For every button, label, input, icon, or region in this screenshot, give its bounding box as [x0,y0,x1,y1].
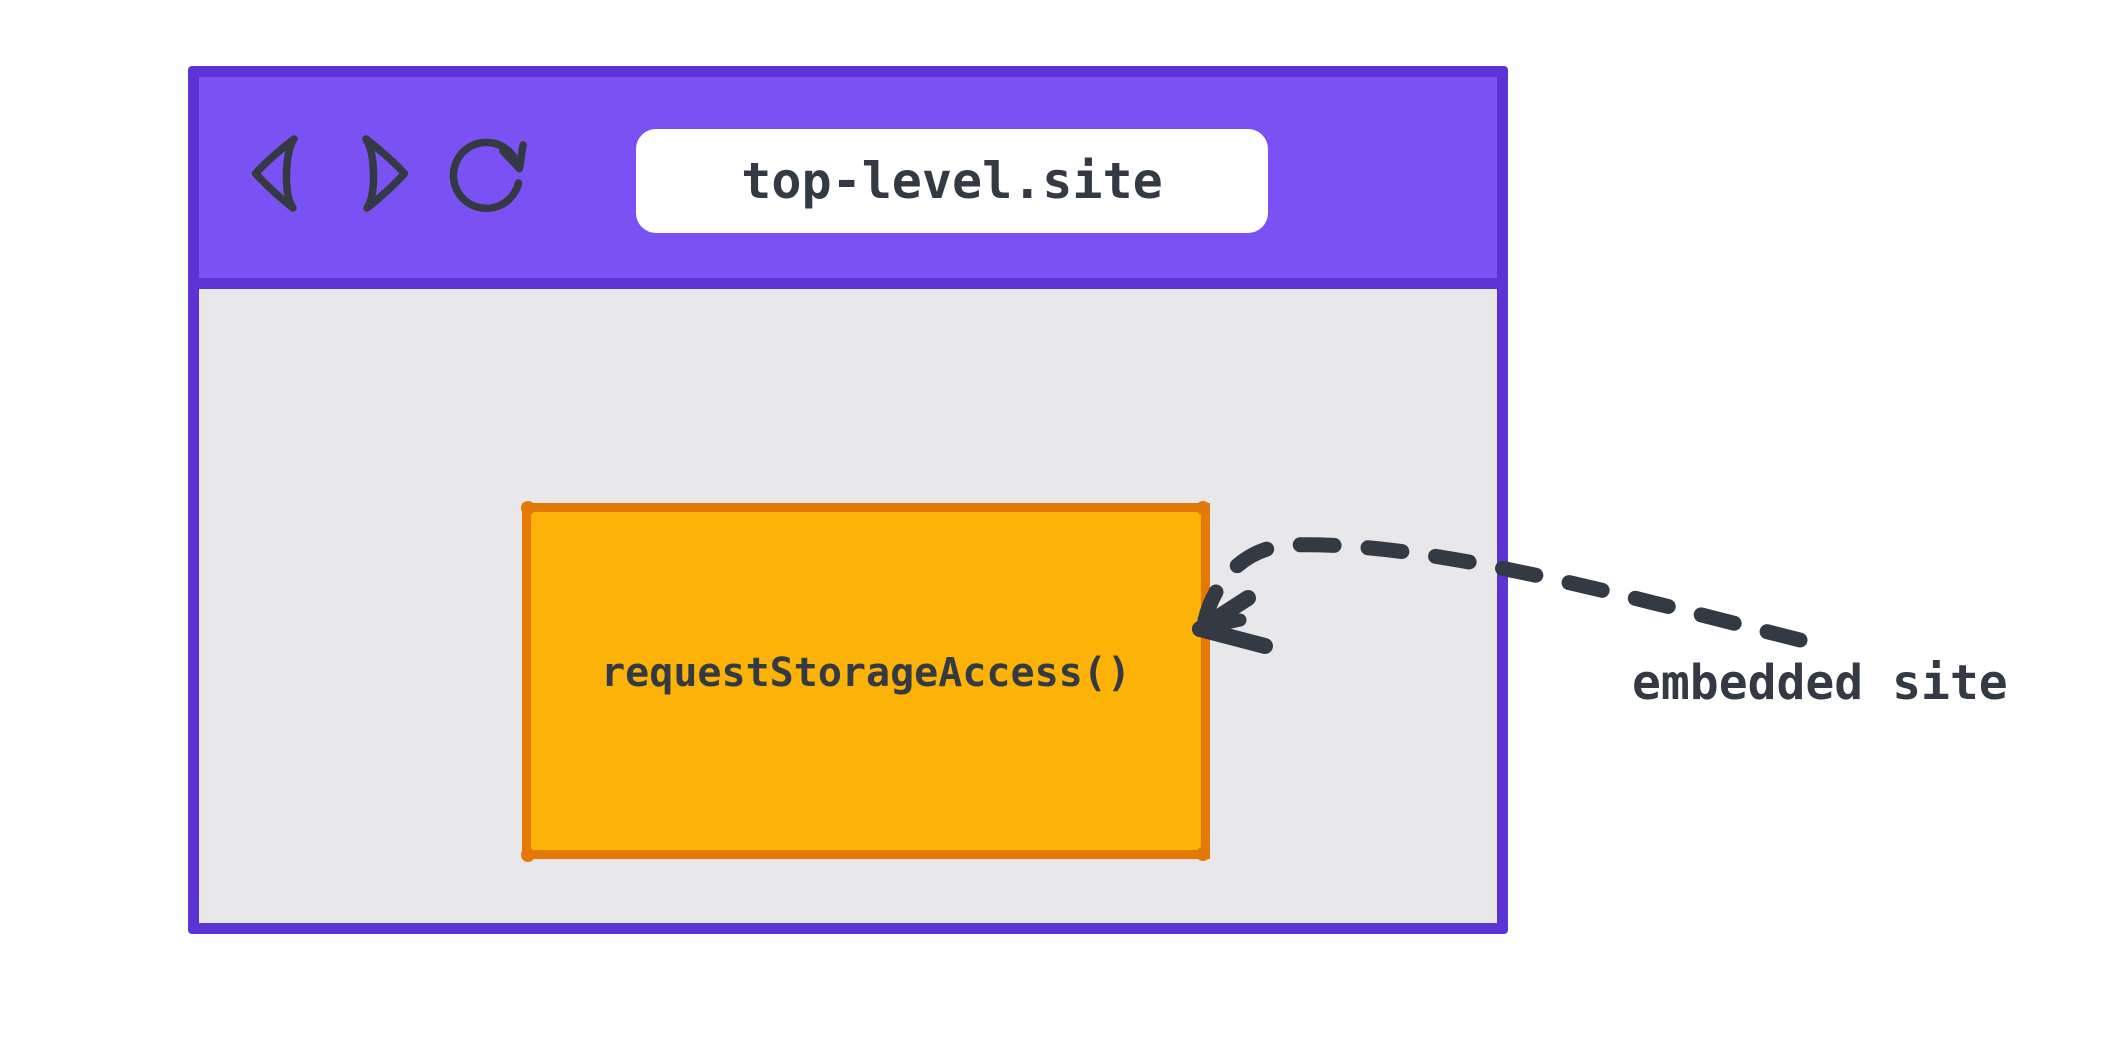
frame-corner-mark [521,501,535,515]
address-bar-value: top-level.site [741,152,1163,210]
browser-toolbar: top-level.site [199,77,1497,289]
reload-button[interactable] [439,121,543,225]
reload-circular-arrow-icon [449,138,527,213]
frame-corner-mark [1196,847,1210,861]
address-bar[interactable]: top-level.site [636,129,1268,233]
browser-window: top-level.site requestStorageAccess() [188,66,1508,934]
triangle-left-icon [251,135,298,212]
navigation-controls [227,121,557,231]
triangle-right-icon [362,135,409,212]
back-button[interactable] [227,121,331,225]
request-storage-access-label: requestStorageAccess() [601,650,1131,696]
frame-corner-mark [1196,501,1210,515]
forward-button[interactable] [331,121,435,225]
frame-corner-mark [521,848,535,862]
browser-viewport: requestStorageAccess() [199,289,1497,923]
embedded-site-frame[interactable]: requestStorageAccess() [521,501,1210,862]
embedded-site-caption: embedded site [1632,655,2008,711]
